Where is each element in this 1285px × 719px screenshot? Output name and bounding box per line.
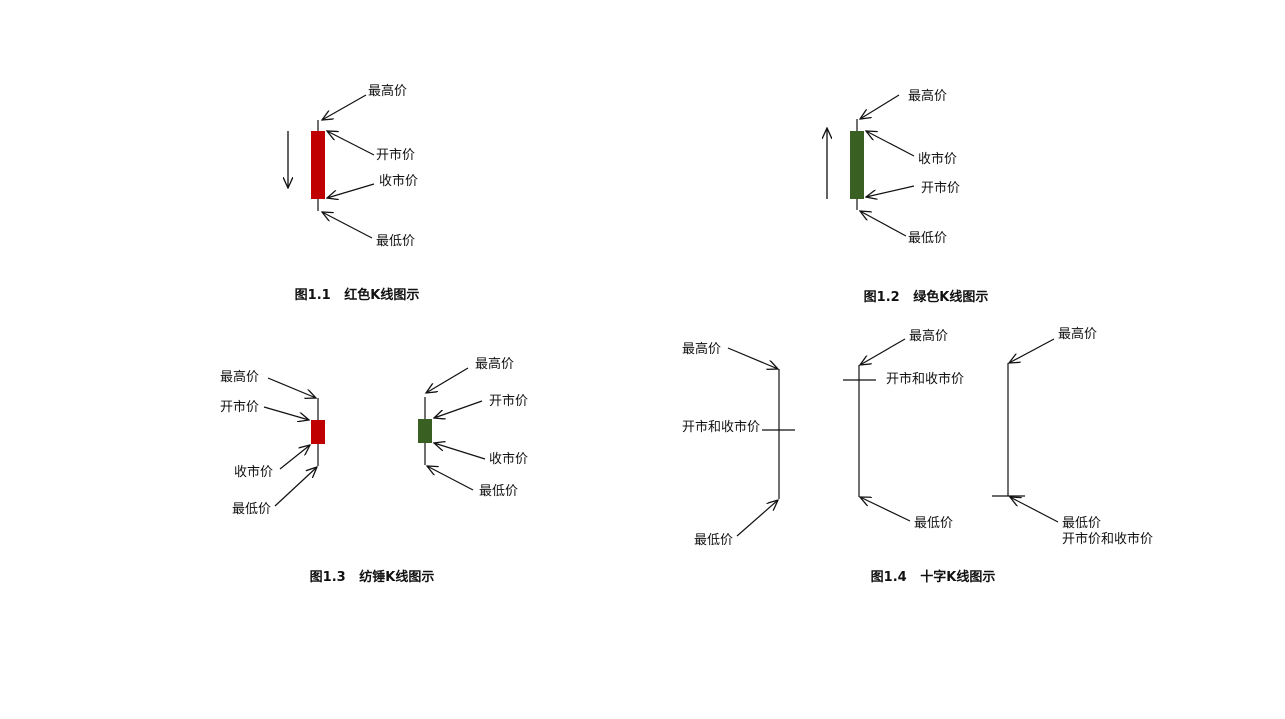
label-high: 最高价 bbox=[475, 356, 514, 372]
label-open: 开市价 bbox=[376, 147, 415, 163]
pointer-arrow bbox=[279, 445, 310, 470]
label-open-price-and-close: 开市价和收市价 bbox=[1062, 531, 1153, 547]
label-open: 开市价 bbox=[220, 399, 259, 415]
label-close: 收市价 bbox=[379, 173, 418, 189]
label-low: 最低价 bbox=[694, 533, 733, 548]
caption-fig-1-3: 图1.3 纺锤K线图示 bbox=[310, 569, 435, 585]
pointer-arrow bbox=[860, 338, 906, 365]
label-high: 最高价 bbox=[909, 328, 948, 344]
label-high: 最高价 bbox=[682, 341, 721, 357]
pointer-arrow bbox=[322, 212, 373, 239]
pointer-arrow bbox=[866, 185, 915, 197]
label-open-and-close: 开市和收市价 bbox=[886, 371, 964, 387]
label-close: 收市价 bbox=[489, 451, 528, 467]
label-open-and-close: 开市和收市价 bbox=[682, 419, 760, 435]
pointer-arrow bbox=[327, 183, 375, 198]
pointer-arrow bbox=[434, 400, 483, 418]
green-candle-body bbox=[418, 419, 432, 443]
figure-green-candle: 最高价 收市价 开市价 最低价 图1.2 绿色K线图示 bbox=[827, 88, 988, 305]
pointer-arrow bbox=[860, 211, 907, 237]
label-close: 收市价 bbox=[234, 464, 273, 480]
figure-spinning-top: 最高价 开市价 收市价 最低价 最高价 开市价 收市价 最低价 图1.3 纺锤K… bbox=[220, 356, 528, 585]
caption-fig-1-2: 图1.2 绿色K线图示 bbox=[864, 289, 989, 305]
label-low: 最低价 bbox=[1062, 516, 1101, 531]
label-close: 收市价 bbox=[918, 151, 957, 167]
figure-doji: 最高价 开市和收市价 最低价 最高价 开市和收市价 最低价 最高价 最低价 开市… bbox=[682, 326, 1153, 585]
pointer-arrow bbox=[274, 467, 317, 507]
label-high: 最高价 bbox=[1058, 326, 1097, 342]
caption-fig-1-4: 图1.4 十字K线图示 bbox=[871, 569, 996, 585]
pointer-arrow bbox=[426, 367, 469, 393]
label-high: 最高价 bbox=[368, 83, 407, 99]
pointer-arrow bbox=[736, 500, 778, 537]
pointer-arrow bbox=[727, 347, 778, 369]
red-candle-body bbox=[311, 131, 325, 199]
pointer-arrow bbox=[1009, 338, 1055, 363]
label-open: 开市价 bbox=[921, 180, 960, 196]
pointer-arrow bbox=[434, 443, 486, 460]
label-low: 最低价 bbox=[376, 234, 415, 249]
pointer-arrow bbox=[866, 131, 915, 157]
pointer-arrow bbox=[1010, 497, 1059, 523]
figure-red-candle: 最高价 开市价 收市价 最低价 图1.1 红色K线图示 bbox=[288, 83, 419, 303]
label-open: 开市价 bbox=[489, 393, 528, 409]
pointer-arrow bbox=[267, 377, 316, 398]
caption-fig-1-1: 图1.1 红色K线图示 bbox=[295, 287, 420, 303]
label-low: 最低价 bbox=[232, 502, 271, 517]
label-low: 最低价 bbox=[908, 231, 947, 246]
pointer-arrow bbox=[860, 497, 911, 522]
label-low: 最低价 bbox=[479, 484, 518, 499]
pointer-arrow bbox=[263, 406, 309, 420]
pointer-arrow bbox=[322, 94, 367, 120]
label-low: 最低价 bbox=[914, 516, 953, 531]
green-candle-body bbox=[850, 131, 864, 199]
pointer-arrow bbox=[860, 94, 900, 119]
label-high: 最高价 bbox=[220, 369, 259, 385]
label-high: 最高价 bbox=[908, 88, 947, 104]
pointer-arrow bbox=[327, 131, 375, 156]
red-candle-body bbox=[311, 420, 325, 444]
pointer-arrow bbox=[427, 466, 474, 491]
